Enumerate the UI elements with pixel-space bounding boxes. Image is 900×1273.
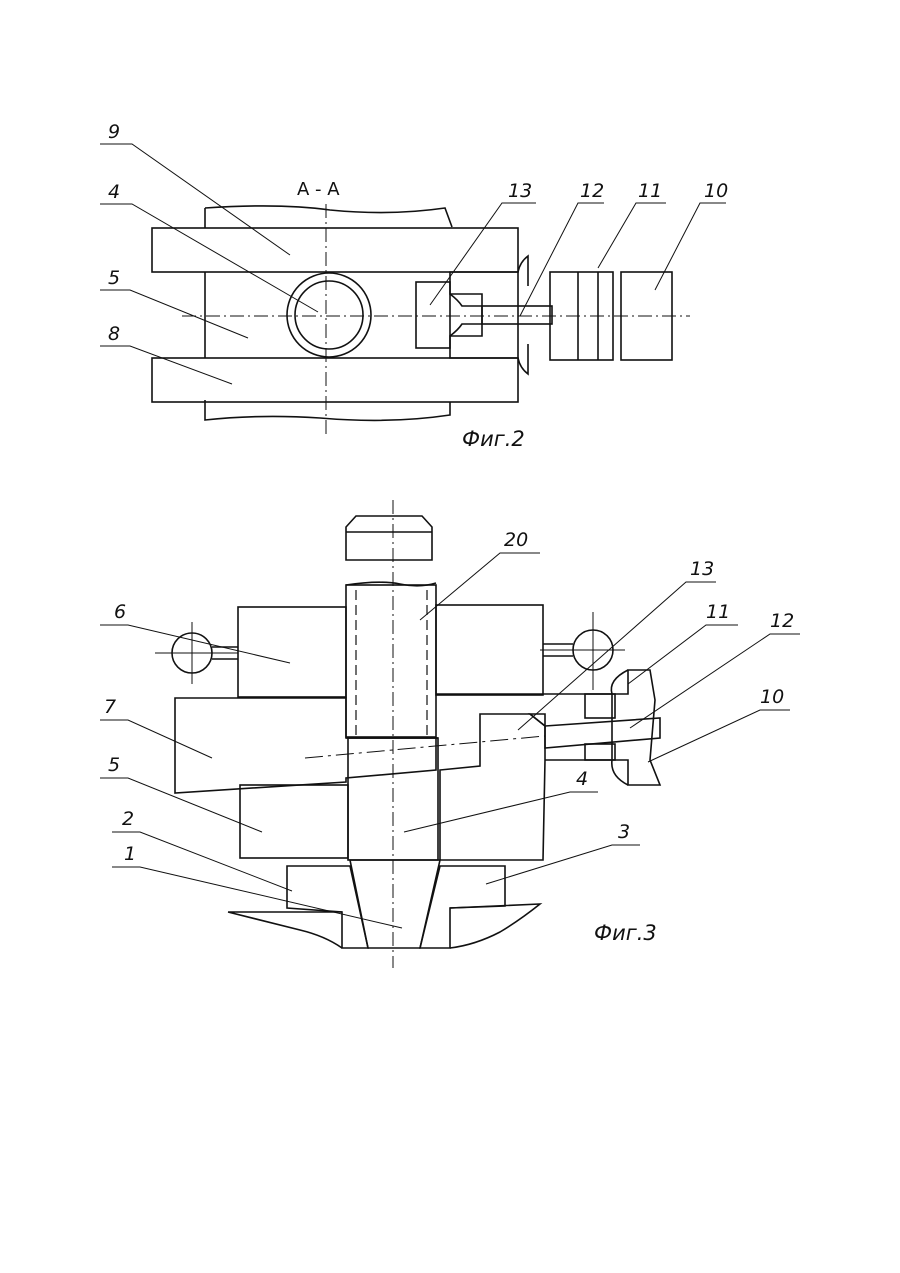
svg-text:8: 8 (108, 323, 120, 345)
fig3-leader-1: 1 (112, 843, 402, 928)
svg-text:13: 13 (508, 180, 532, 202)
fig3-cone-1 (350, 860, 440, 948)
svg-text:12: 12 (580, 180, 604, 202)
svg-text:10: 10 (704, 180, 728, 202)
fig3-wedge-7 (175, 698, 436, 793)
fig3-leader-7: 7 (100, 696, 212, 758)
svg-text:13: 13 (690, 558, 714, 580)
fig2-leader-10: 10 (655, 180, 728, 290)
fig3-rod-12 (545, 718, 660, 748)
svg-text:2: 2 (122, 808, 134, 830)
fig3-part-11-upper (585, 694, 615, 718)
svg-text:4: 4 (576, 768, 588, 790)
fig3-leader-3: 3 (486, 821, 640, 884)
fig3-leader-6: 6 (100, 601, 290, 663)
fig2-body-outline (205, 206, 452, 420)
figure-2: А - А 9 4 5 8 13 12 11 (100, 121, 728, 451)
fig3-leader-4: 4 (404, 768, 598, 832)
fig3-leader-20: 20 (420, 529, 540, 620)
fig3-part-10 (612, 670, 660, 785)
fig2-leader-11: 11 (598, 180, 666, 268)
fig2-caption: Фиг.2 (462, 427, 525, 451)
fig3-punch-head (346, 516, 432, 560)
fig2-leader-13: 13 (430, 180, 536, 305)
fig3-leader-2: 2 (112, 808, 292, 891)
svg-text:4: 4 (108, 181, 120, 203)
fig2-leader-8: 8 (100, 323, 232, 384)
fig3-upper-left-block (238, 607, 346, 697)
svg-text:11: 11 (638, 180, 662, 202)
fig2-leader-12: 12 (520, 180, 604, 316)
svg-text:9: 9 (108, 121, 120, 143)
fig2-lower-bar (152, 358, 518, 402)
fig2-shaft (295, 281, 363, 349)
svg-text:20: 20 (504, 529, 528, 551)
fig2-upper-bar (152, 228, 518, 272)
svg-text:5: 5 (108, 754, 120, 776)
fig2-leader-9: 9 (100, 121, 290, 255)
svg-text:12: 12 (770, 610, 794, 632)
fig3-wedge-13 (530, 714, 545, 726)
svg-text:6: 6 (114, 601, 126, 623)
svg-text:11: 11 (706, 601, 730, 623)
fig2-right-block (450, 272, 518, 358)
fig2-section-label: А - А (297, 179, 340, 200)
fig3-caption: Фиг.3 (594, 921, 657, 945)
fig2-wedge-13 (416, 282, 450, 348)
fig3-die-left (287, 866, 368, 948)
fig3-punch-20 (346, 585, 436, 737)
fig2-shaft-ring (287, 273, 371, 357)
fig2-leader-5: 5 (100, 267, 248, 338)
fig2-rod-12 (482, 306, 552, 324)
fig3-upper-right-block (436, 605, 543, 695)
fig3-lower-right-block (440, 714, 545, 860)
svg-text:7: 7 (104, 696, 116, 718)
fig3-part-11-lower (585, 744, 615, 760)
fig3-base-plate (228, 904, 540, 948)
fig3-lower-left-block (240, 785, 348, 858)
fig3-leader-11: 11 (628, 601, 738, 684)
svg-text:1: 1 (124, 843, 136, 865)
fig2-leader-4: 4 (100, 181, 318, 312)
fig3-leader-10: 10 (648, 686, 790, 762)
svg-text:10: 10 (760, 686, 784, 708)
svg-text:5: 5 (108, 267, 120, 289)
figure-3: 20 13 11 12 10 6 7 5 (100, 500, 800, 968)
svg-text:3: 3 (618, 821, 630, 843)
